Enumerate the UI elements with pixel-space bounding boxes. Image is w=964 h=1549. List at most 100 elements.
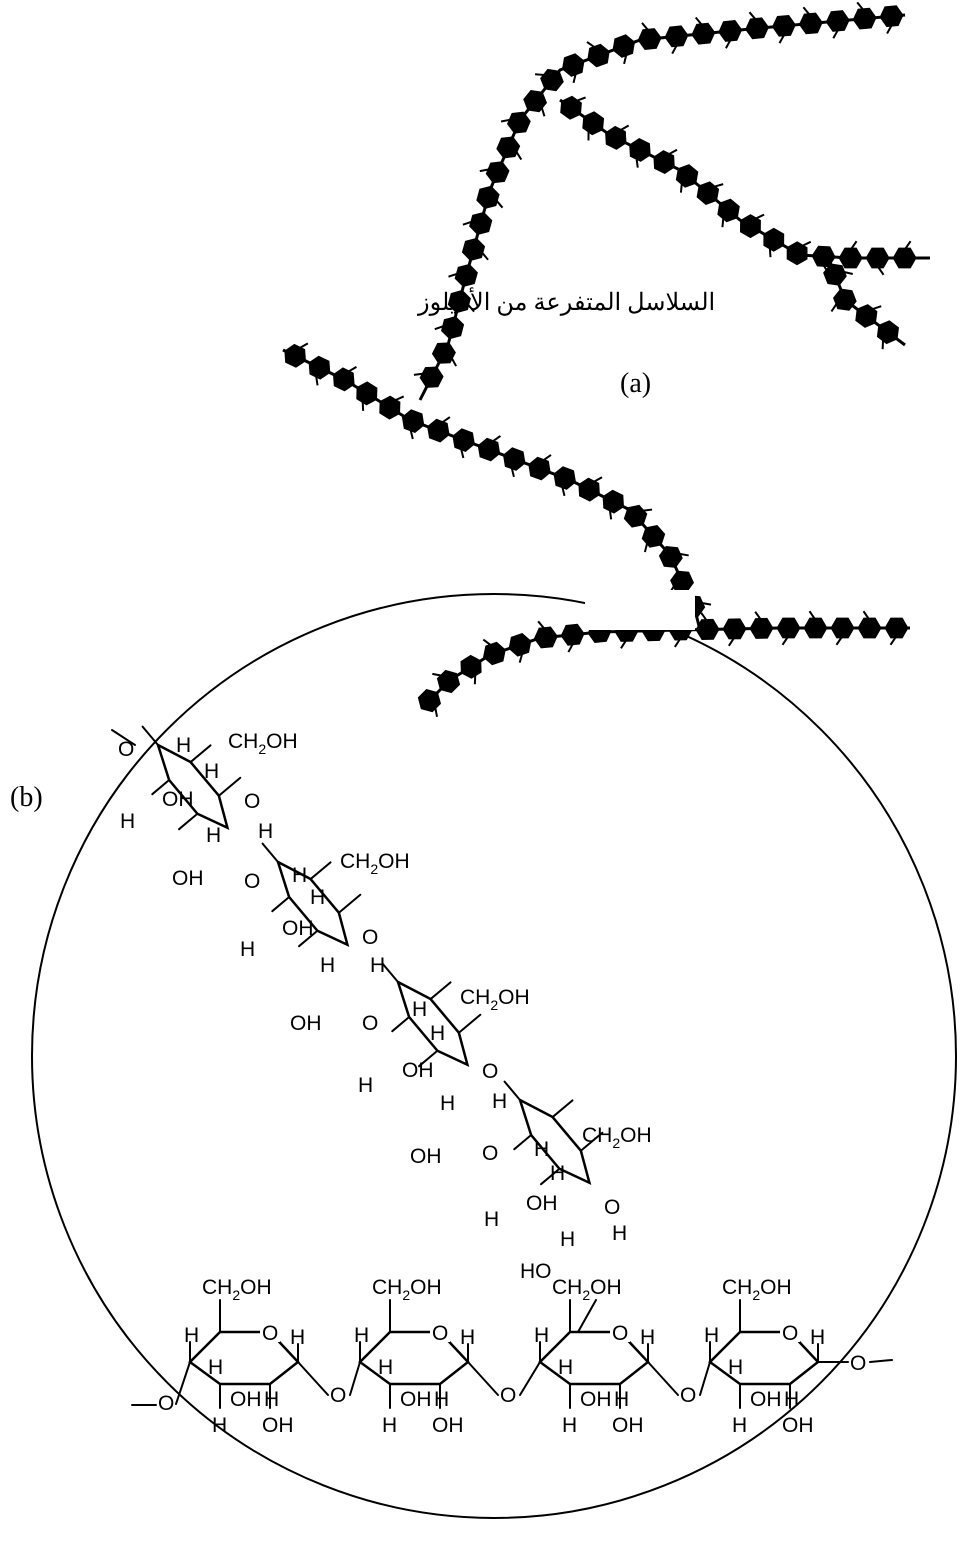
glucose-chain: [823, 261, 906, 350]
ring-oxygen-label: O: [604, 1196, 620, 1219]
ch2oh-label: CH2OH: [582, 1124, 652, 1151]
magnification-circle: [31, 593, 957, 1519]
glucose-unit-hexagon: [602, 489, 624, 514]
hydrogen-label: H: [412, 998, 427, 1021]
glucose-unit-hexagon: [560, 623, 585, 646]
glucose-unit-hexagon: [838, 247, 863, 269]
glucose-unit-hexagon: [722, 618, 747, 640]
hydrogen-label: H: [550, 1162, 565, 1185]
glucose-ring-rotated: [381, 962, 482, 1068]
hydrogen-label: H: [614, 1388, 629, 1411]
hydrogen-label: H: [484, 1208, 499, 1231]
glycosidic-oxygen-label: O: [850, 1352, 866, 1375]
hydrogen-label: H: [784, 1388, 799, 1411]
hydrogen-label: H: [176, 734, 191, 757]
glucose-unit-hexagon: [670, 570, 694, 593]
glucose-unit-hexagon: [284, 343, 306, 368]
hydrogen-label: H: [440, 1092, 455, 1115]
hydrogen-label: H: [430, 1022, 445, 1045]
glucose-unit-hexagon: [691, 22, 716, 45]
hydroxyl-label: OH: [612, 1414, 644, 1437]
glucose-unit-hexagon: [587, 43, 610, 68]
glucose-chain: [282, 342, 712, 631]
hydrogen-label: H: [264, 1388, 279, 1411]
glucose-unit-hexagon: [419, 366, 444, 388]
glucose-unit-hexagon: [852, 7, 877, 30]
hydrogen-label: H: [208, 1356, 223, 1379]
glucose-unit-hexagon: [582, 111, 605, 136]
glucose-unit-hexagon: [447, 289, 471, 314]
glucose-unit-hexagon: [823, 263, 847, 286]
hydroxyl-label: OH: [402, 1059, 434, 1082]
glucose-unit-hexagon: [876, 320, 899, 345]
glucose-chain: [559, 95, 930, 276]
glucose-unit-hexagon: [485, 161, 510, 184]
hydrogen-label: H: [184, 1324, 199, 1347]
hydroxyl-label: OH: [750, 1388, 782, 1411]
glucose-unit-hexagon: [658, 546, 683, 568]
glucose-unit-hexagon: [857, 617, 882, 639]
glucose-unit-hexagon: [528, 456, 551, 481]
glucose-unit-hexagon: [825, 10, 850, 32]
hydroxyl-label: OH: [262, 1414, 294, 1437]
hydroxyl-label: OH: [230, 1388, 262, 1411]
glucose-unit-hexagon: [718, 20, 743, 42]
hydrogen-label: H: [370, 954, 385, 977]
glucose-unit-hexagon: [833, 288, 857, 311]
hydroxyl-label: OH: [172, 867, 204, 890]
hydroxyl-label: OH: [410, 1145, 442, 1168]
glucose-ring-rotated: [503, 1080, 604, 1186]
glucose-unit-hexagon: [431, 342, 456, 364]
hydrogen-label: H: [810, 1326, 825, 1349]
hydrogen-label: H: [206, 824, 221, 847]
glucose-unit-hexagon: [637, 28, 662, 50]
glucose-unit-hexagon: [476, 185, 500, 209]
hydrogen-label: H: [120, 810, 135, 833]
glycosidic-oxygen-label: O: [158, 1392, 174, 1415]
ring-oxygen-label: O: [362, 926, 378, 949]
hydrogen-label: H: [560, 1228, 575, 1251]
glucose-unit-hexagon: [892, 247, 917, 269]
glucose-unit-hexagon: [612, 34, 635, 58]
glucose-unit-hexagon: [540, 68, 564, 92]
hydrogen-label: H: [558, 1356, 573, 1379]
hydroxyl-label: OH: [282, 917, 314, 940]
ring-oxygen-label: O: [244, 790, 260, 813]
glucose-unit-hexagon: [740, 214, 761, 239]
glucose-unit-hexagon: [653, 150, 675, 174]
glycosidic-oxygen-label: O: [330, 1384, 346, 1407]
glucose-unit-hexagon: [772, 15, 796, 37]
glucose-unit-hexagon: [830, 617, 855, 639]
glucose-unit-hexagon: [523, 90, 547, 113]
glucose-unit-hexagon: [798, 12, 823, 35]
ch2oh-label: CH2OH: [228, 730, 298, 757]
hydroxyl-label: OH: [290, 1012, 322, 1035]
hydrogen-label: H: [434, 1388, 449, 1411]
glucose-unit-hexagon: [483, 641, 506, 666]
glucose-unit-hexagon: [865, 247, 890, 269]
ch2oh-label: CH2OH: [372, 1276, 442, 1303]
hydrogen-label: H: [534, 1324, 549, 1347]
glucose-unit-hexagon: [675, 164, 699, 188]
hydrogen-label: H: [292, 864, 307, 887]
hydrogen-label: H: [204, 760, 219, 783]
hydrogen-label: H: [562, 1414, 577, 1437]
glucose-ring-rotated: [141, 725, 242, 831]
glucose-unit-hexagon: [461, 237, 486, 261]
hydrogen-label: H: [732, 1414, 747, 1437]
glucose-unit-hexagon: [507, 111, 531, 134]
glucose-unit-hexagon: [308, 355, 331, 380]
ch2oh-label: CH2OH: [202, 1276, 272, 1303]
ch2oh-label: CH2OH: [552, 1276, 622, 1303]
hydrogen-label: H: [358, 1074, 373, 1097]
glucose-unit-hexagon: [562, 53, 585, 77]
hydroxyl-label: OH: [526, 1192, 558, 1215]
glucose-unit-hexagon: [379, 395, 401, 420]
hydrogen-label: H: [290, 1326, 305, 1349]
hydroxyl-label: OH: [432, 1414, 464, 1437]
glucose-unit-hexagon: [454, 263, 478, 287]
glucose-unit-hexagon: [811, 245, 836, 268]
